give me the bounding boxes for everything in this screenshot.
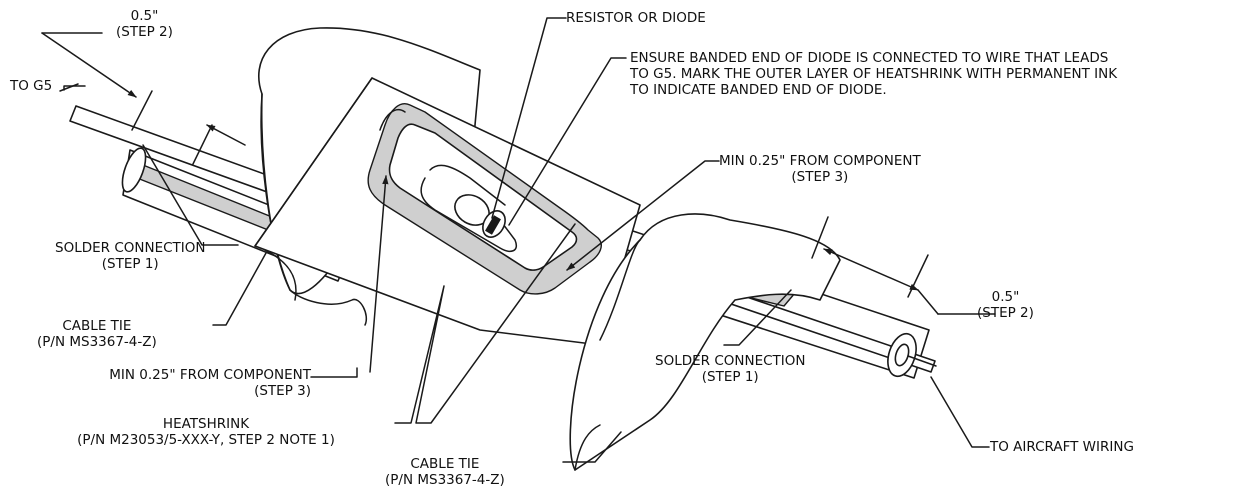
cable-tie-bottom-pn: (P/N MS3367-4-Z)	[385, 472, 505, 488]
cable-tie-bottom-text: CABLE TIE	[410, 456, 480, 472]
dimension-left-value: 0.5"	[130, 8, 159, 24]
dimension-lines	[41, 32, 996, 315]
solder-connection-right-text: SOLDER CONNECTION	[655, 353, 806, 369]
solder-connection-left-label: SOLDER CONNECTION (STEP 1)	[55, 240, 205, 272]
cable-tie-left-pn: (P/N MS3367-4-Z)	[37, 334, 157, 350]
ensure-note-line-1: ENSURE BANDED END OF DIODE IS CONNECTED …	[630, 50, 1109, 66]
cable-tie-right-band	[569, 213, 841, 471]
ensure-note-line-2: TO G5. MARK THE OUTER LAYER OF HEATSHRIN…	[630, 66, 1118, 82]
dimension-left-step: (STEP 2)	[116, 24, 173, 40]
cable-tie-left-label: CABLE TIE (P/N MS3367-4-Z)	[37, 318, 157, 350]
min-distance-right-label: MIN 0.25" FROM COMPONENT (STEP 3)	[719, 153, 921, 185]
dimension-left-label: 0.5" (STEP 2)	[116, 8, 173, 40]
ensure-banded-end-note: ENSURE BANDED END OF DIODE IS CONNECTED …	[630, 50, 1117, 98]
min-distance-right-step: (STEP 3)	[791, 169, 849, 185]
cable-tie-bottom-label: CABLE TIE (P/N MS3367-4-Z)	[385, 456, 505, 488]
dimension-right-label: 0.5" (STEP 2)	[977, 289, 1034, 321]
heatshrink-text: HEATSHRINK	[162, 416, 250, 432]
to-aircraft-wiring-label: TO AIRCRAFT WIRING	[990, 439, 1134, 455]
to-g5-label: TO G5	[10, 78, 53, 94]
cable-tie-left-text: CABLE TIE	[62, 318, 132, 334]
dimension-right-step: (STEP 2)	[977, 305, 1034, 321]
solder-connection-right-label: SOLDER CONNECTION (STEP 1)	[655, 353, 805, 385]
leader-lines	[59, 17, 990, 463]
inner-heatshrink	[367, 103, 602, 295]
dimension-right-value: 0.5"	[991, 289, 1020, 305]
min-distance-left-text: MIN 0.25" FROM COMPONENT	[109, 367, 311, 383]
resistor-or-diode-label: RESISTOR OR DIODE	[566, 10, 706, 26]
diode-component	[420, 164, 517, 253]
solder-connection-right-step: (STEP 1)	[701, 369, 759, 385]
solder-connection-left-text: SOLDER CONNECTION	[55, 240, 206, 256]
solder-connection-left-step: (STEP 1)	[101, 256, 159, 272]
ensure-note-line-3: TO INDICATE BANDED END OF DIODE.	[630, 82, 887, 98]
min-distance-right-text: MIN 0.25" FROM COMPONENT	[719, 153, 921, 169]
min-distance-left-label: MIN 0.25" FROM COMPONENT (STEP 3)	[52, 367, 311, 399]
heatshrink-label: HEATSHRINK (P/N M23053/5-XXX-Y, STEP 2 N…	[17, 416, 395, 448]
heatshrink-pn: (P/N M23053/5-XXX-Y, STEP 2 NOTE 1)	[77, 432, 335, 448]
min-distance-left-step: (STEP 3)	[254, 383, 311, 399]
